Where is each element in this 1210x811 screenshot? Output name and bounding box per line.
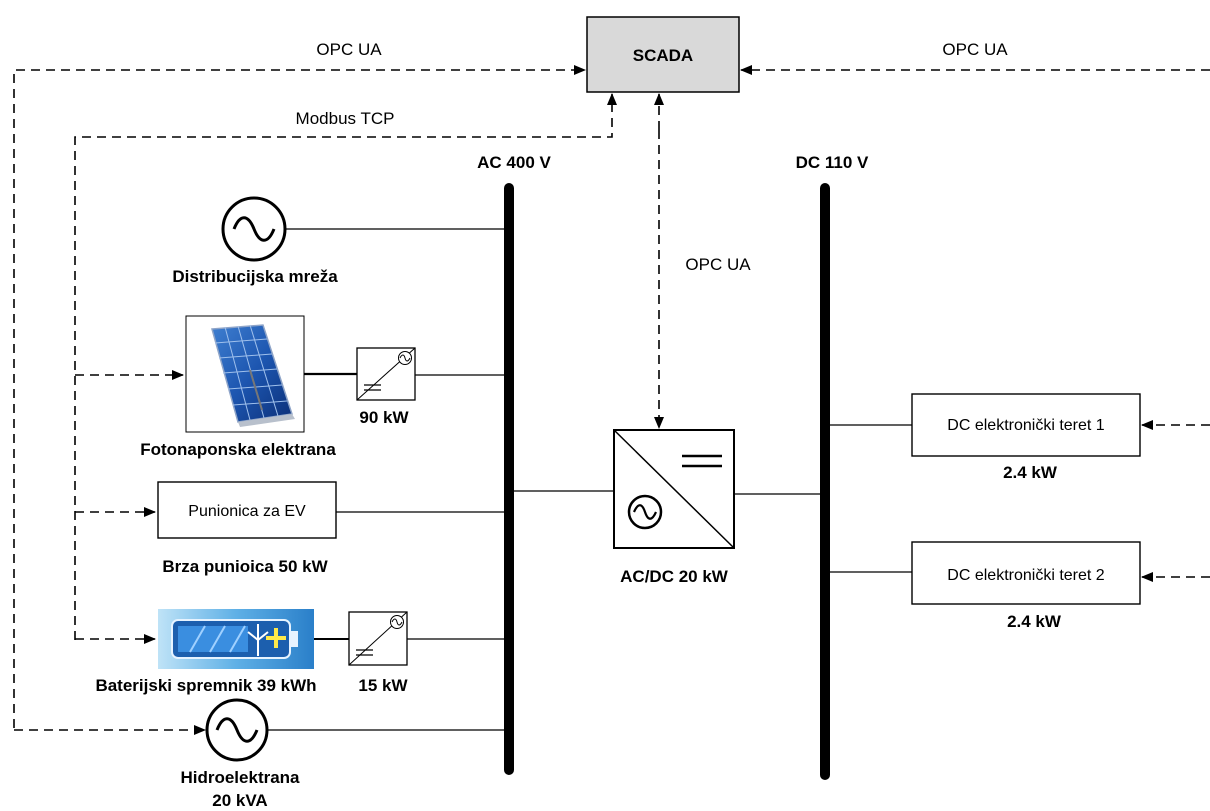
opc-ua-left-label: OPC UA <box>316 40 382 59</box>
scada-label: SCADA <box>633 46 693 65</box>
ev-charger-box <box>157 481 337 539</box>
opc-ua-left-link <box>13 65 586 728</box>
ev-charger-caption: Brza punioica 50 kW <box>162 557 328 576</box>
dc-load-2-rating: 2.4 kW <box>1007 612 1062 631</box>
modbus-tcp-link <box>74 93 617 640</box>
pv-inverter-icon <box>356 347 416 401</box>
ev-charger-box-label: Punionica za EV <box>188 503 306 520</box>
pv-plant-label: Fotonaponska elektrana <box>140 440 336 459</box>
opc-ua-right-label: OPC UA <box>942 40 1008 59</box>
battery-inverter-icon <box>348 611 408 666</box>
pv-inverter-rating: 90 kW <box>359 408 409 427</box>
solar-panel-icon <box>211 324 295 427</box>
dc-load-1-label: DC elektronički teret 1 <box>947 417 1104 434</box>
dc-load-2-label: DC elektronički teret 2 <box>947 567 1104 584</box>
opc-ua-center-label: OPC UA <box>685 255 751 274</box>
scada-box <box>586 16 740 93</box>
modbus-tcp-label: Modbus TCP <box>296 109 395 128</box>
battery-icon <box>158 609 314 669</box>
converter-label: AC/DC 20 kW <box>620 567 729 586</box>
battery-inverter-rating: 15 kW <box>358 676 408 695</box>
dc-load-1-rating: 2.4 kW <box>1003 463 1058 482</box>
dc-load-2-box <box>911 541 1141 605</box>
battery-label: Baterijski spremnik 39 kWh <box>95 676 316 695</box>
hydro-label-line2: 20 kVA <box>212 791 267 810</box>
ac-bus-label: AC 400 V <box>477 153 551 172</box>
dc-bus-label: DC 110 V <box>796 153 869 172</box>
grid-sine-wave-icon <box>221 196 287 262</box>
grid-label: Distribucijska mreža <box>172 267 338 286</box>
hydro-label-line1: Hidroelektrana <box>180 768 300 787</box>
dc-load-1-box <box>911 393 1141 457</box>
ac-dc-converter-icon <box>613 429 735 549</box>
hydro-sine-wave-icon <box>205 698 269 762</box>
